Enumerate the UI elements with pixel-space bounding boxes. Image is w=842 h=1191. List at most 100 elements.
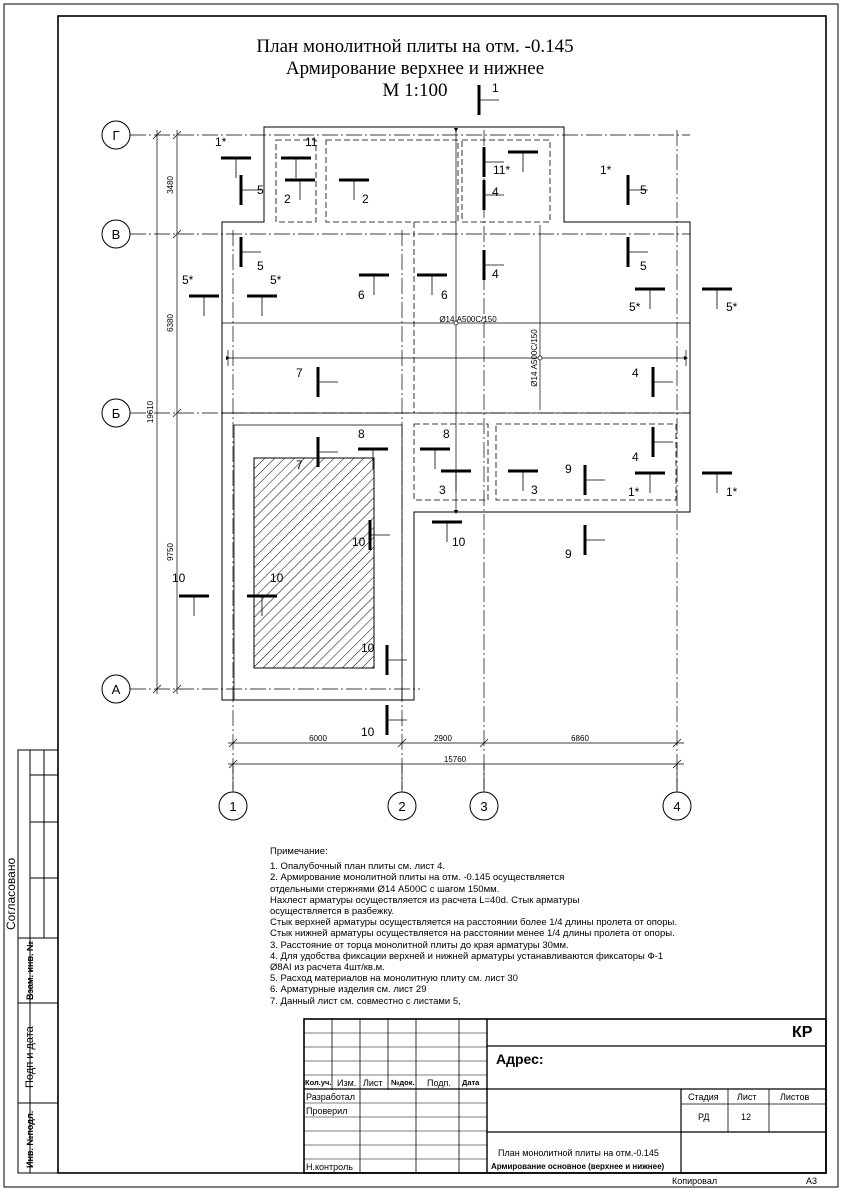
col-header: Лист [363,1078,383,1088]
svg-text:Ø14 А500С/150: Ø14 А500С/150 [439,315,497,324]
axis-row-label: В [112,227,121,242]
rebar-mark-label: 10 [172,571,186,585]
rebar-mark-label: 10 [352,535,366,549]
col-header: Подп. [427,1078,451,1088]
axis-bubbles [101,120,692,821]
svg-text:9750: 9750 [166,543,175,561]
rebar-mark-label: 1* [726,485,738,499]
col-header: Изм. [337,1078,357,1088]
sheet-title: План монолитной плиты на отм.-0.145 [498,1148,659,1158]
notes-heading: Примечание: [270,846,328,857]
svg-text:6000: 6000 [309,734,327,743]
rebar-mark-label: 10 [452,535,466,549]
note-line: Стык верхней арматуры осуществляется на … [270,917,677,929]
rebar-mark-label: 11* [493,163,510,177]
dimension-lines [152,127,689,769]
rebar-markers [179,85,732,735]
rebar-mark-label: 5 [257,183,264,197]
format-label: А3 [806,1176,818,1186]
rebar-mark-label: 5* [726,300,738,314]
rebar-mark-label: 4 [632,450,639,464]
role-norm-control: Н.контроль [306,1162,353,1172]
rebar-mark-label: 5 [640,259,647,273]
rebar-mark-label: 5* [270,273,282,287]
rebar-mark-label: 3 [439,483,446,497]
sheet-label: Лист [737,1092,757,1102]
rebar-mark-label: 3 [531,483,538,497]
note-line: 2. Армирование монолитной плиты на отм. … [270,872,565,884]
rebar-mark-label: 8 [443,427,450,441]
rebar-mark-label: 6 [441,288,448,302]
doc-code: КР [792,1024,813,1041]
axis-col-label: 2 [398,799,405,814]
note-line: Ø8АI из расчета 4шт/кв.м. [270,962,385,974]
note-line: осуществляется в разбежку. [270,906,395,918]
axis-row-label: Б [112,406,121,421]
hatched-zone [253,457,375,669]
rebar-mark-label: 7 [296,366,303,380]
rebar-mark-label: 10 [270,571,284,585]
rebar-mark-label: 2 [284,192,291,206]
svg-text:3480: 3480 [166,176,175,194]
title-block [303,1018,827,1174]
role-checker: Проверил [306,1106,348,1116]
rebar-mark-label: 4 [492,185,499,199]
copied-label: Копировал [672,1176,718,1186]
axis-col-label: 1 [229,799,236,814]
col-header: Дата [462,1078,480,1087]
axis-col-label: 4 [673,799,680,814]
axis-lines [130,130,690,790]
rebar-mark-label: 4 [632,366,639,380]
rebar-mark-label: 9 [565,462,572,476]
rebar-mark-label: 5 [257,259,264,273]
svg-text:2900: 2900 [434,734,452,743]
role-developer: Разработал [306,1092,355,1102]
agreed-label: Согласовано [4,857,18,930]
note-line: 1. Опалубочный план плиты см. лист 4. [270,861,446,873]
rebar-mark-label: 8 [358,427,365,441]
col-header: №док. [391,1078,415,1087]
svg-text:19610: 19610 [146,400,155,423]
note-line: 7. Данный лист см. совместно с листами 5… [270,995,461,1007]
note-line: Стык нижней арматуры осуществляется на р… [270,928,675,940]
rebar-mark-label: 6 [358,288,365,302]
rebar-mark-label: 5* [629,300,641,314]
svg-text:Ø14 А500С/150: Ø14 А500С/150 [530,329,539,387]
drawing-scale: М 1:100 [382,80,448,101]
drawing-title: План монолитной плиты на отм. -0.145 [256,36,574,57]
sheet-subtitle: Армирование основное (верхнее и нижнее) [491,1162,665,1171]
svg-text:15760: 15760 [444,755,467,764]
sign-date-label: Подп и дата [24,1026,36,1088]
axis-row-label: Г [112,128,119,143]
rebar-mark-label: 11 [305,135,318,149]
axis-letters: Г В Б А 1 2 3 4 [112,128,681,814]
rebar-mark-label: 10 [361,641,375,655]
note-line: Нахлест арматуры осуществляется из расче… [270,894,580,906]
axis-col-label: 3 [480,799,487,814]
rebar-mark-label: 1 [492,81,499,95]
note-line: 4. Для удобства фиксации верхней и нижне… [270,950,664,962]
note-line: 3. Расстояние от торца монолитной плиты … [270,939,569,951]
rebar-mark-label: 5* [182,273,194,287]
svg-text:6860: 6860 [571,734,589,743]
address-label: Адрес: [496,1051,544,1067]
note-line: отдельными стержнями Ø14 А500С с шагом 1… [270,883,500,895]
side-stamp [17,749,59,1174]
rebar-mark-label: 2 [362,192,369,206]
rebar-mark-label: 5 [640,183,647,197]
rebar-mark-label: 1* [628,485,640,499]
notes-block: Примечание: 1. Опалубочный план плиты см… [270,846,677,1007]
sheets-label: Листов [780,1092,810,1102]
note-line: 5. Расход материалов на монолитную плиту… [270,973,518,985]
rebar-mark-label: 1* [600,163,612,177]
col-header: Кол.уч. [305,1078,332,1087]
rebar-mark-label: 4 [492,267,499,281]
note-line: 6. Арматурные изделия см. лист 29 [270,984,427,996]
axis-row-label: А [112,682,121,697]
svg-text:6380: 6380 [166,314,175,332]
sheet-value: 12 [741,1112,752,1122]
openings [222,139,677,501]
rebar-mark-label: 1* [215,135,227,149]
